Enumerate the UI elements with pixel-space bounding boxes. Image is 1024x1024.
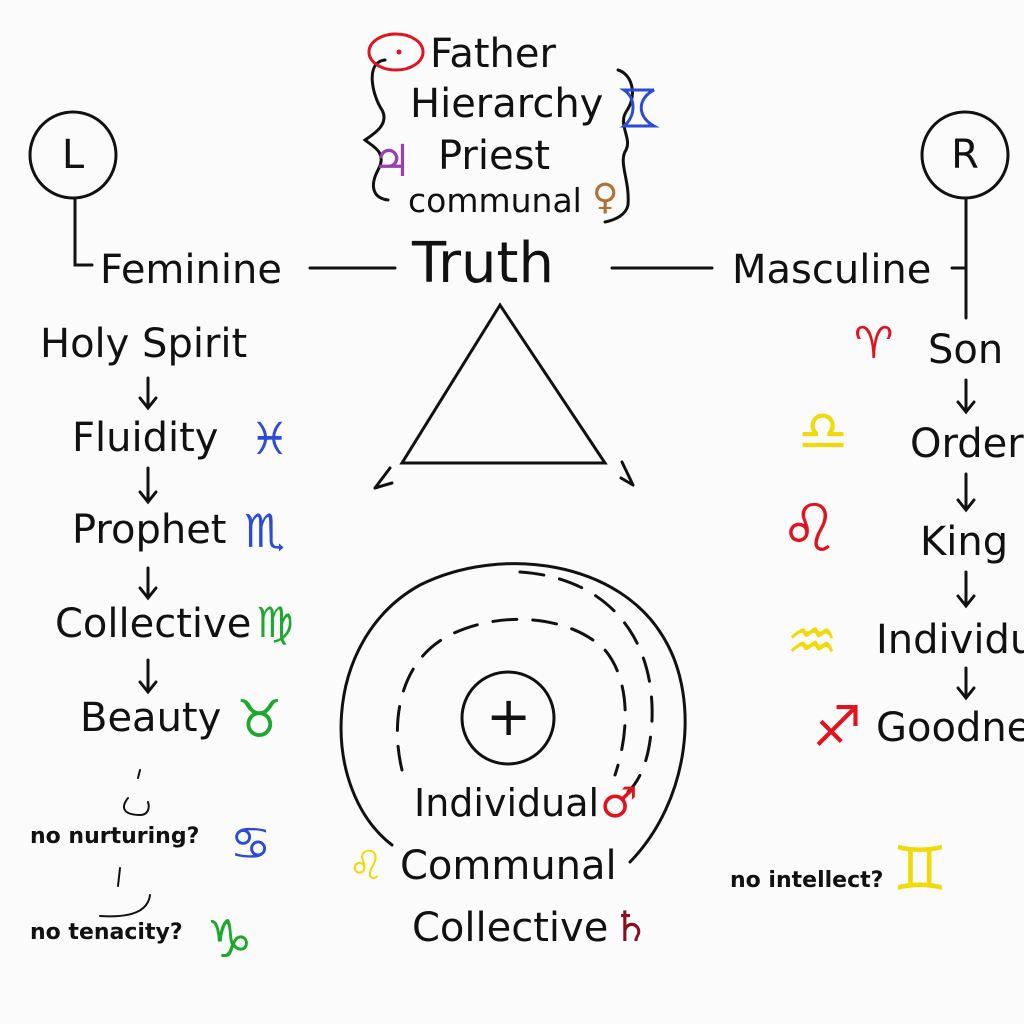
- leo-icon: ♌: [780, 490, 840, 567]
- left-question: no tenacity?: [30, 920, 183, 945]
- scorpio-icon: ♏: [244, 504, 286, 558]
- left-chain-item: Collective: [55, 601, 252, 647]
- communal-bottom-label: Communal: [400, 843, 617, 889]
- truth-title: Truth: [412, 231, 554, 296]
- left-chain-item: Holy Spirit: [40, 321, 248, 367]
- saturn-icon: ♄: [612, 902, 650, 951]
- dashed-ring-outer: [518, 570, 654, 794]
- taurus-icon: ♉: [236, 690, 283, 750]
- left-chain-item: Beauty: [80, 695, 222, 741]
- dashed-ring-inner: [395, 617, 627, 777]
- libra-icon: ♎: [798, 399, 849, 464]
- virgo-icon: ♍: [256, 598, 294, 647]
- masculine-label: Masculine: [732, 247, 932, 293]
- right-chain-arrows: [956, 378, 976, 701]
- aquarius-icon: ♒: [786, 607, 838, 675]
- left-connector: [73, 196, 94, 267]
- sun-icon: [366, 30, 426, 74]
- collective-bottom-label: Collective: [412, 905, 609, 951]
- father-label: Father: [430, 31, 556, 77]
- pisces-icon: ♓: [250, 414, 290, 465]
- moon-icon: [616, 84, 660, 132]
- feminine-label: Feminine: [100, 247, 282, 293]
- top-left-brace: [362, 58, 390, 202]
- priest-label: Priest: [438, 133, 551, 179]
- individual-label: Individual: [414, 781, 600, 825]
- capricorn-icon: ♑: [206, 910, 253, 970]
- left-circle: [28, 110, 118, 200]
- right-chain-item: Goodnes: [876, 705, 1024, 751]
- triangle-right-arrow: [619, 460, 635, 487]
- jupiter-icon: ♃: [372, 136, 412, 187]
- left-circle-label: L: [61, 132, 85, 178]
- right-circle-label: R: [951, 132, 979, 178]
- left-question: no nurturing?: [30, 824, 200, 849]
- right-question: no intellect?: [730, 868, 884, 893]
- right-connector: [950, 196, 968, 320]
- gemini-icon: ♊: [892, 832, 948, 905]
- leo-bottom-icon: ♌: [348, 843, 384, 889]
- cancer-icon: ♋: [230, 816, 272, 870]
- communal-label: communal: [408, 181, 582, 220]
- cross-circle: [460, 670, 556, 766]
- cross-symbol: +: [486, 685, 532, 748]
- left-chain-item: Prophet: [72, 507, 227, 553]
- left-tentative-marks: [99, 769, 151, 918]
- hierarchy-label: Hierarchy: [410, 81, 604, 127]
- right-chain-item: Individu: [876, 617, 1024, 663]
- outer-ring: [339, 562, 687, 864]
- left-chain-arrows: [138, 376, 158, 695]
- right-chain-item: Order: [910, 421, 1024, 467]
- right-chain-item: King: [920, 519, 1009, 565]
- triangle-left-arrow: [373, 466, 394, 490]
- mars-icon: ♂: [600, 778, 638, 827]
- aries-icon: ♈: [854, 318, 894, 369]
- right-chain-item: Son: [928, 327, 1004, 373]
- trinity-triangle: [399, 302, 608, 465]
- venus-icon: ♀: [592, 177, 619, 218]
- left-chain-item: Fluidity: [72, 415, 219, 461]
- sagittarius-icon: ♐: [812, 695, 863, 760]
